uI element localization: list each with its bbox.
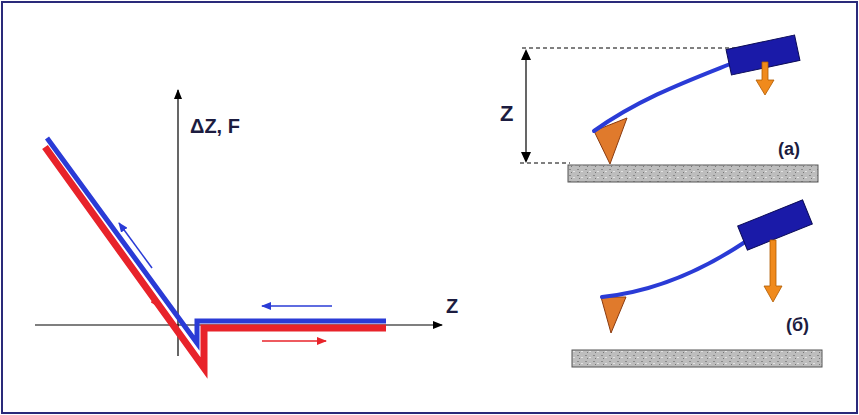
figure-label: (а)	[778, 140, 800, 158]
probe-tip	[594, 118, 627, 164]
figure-label: (б)	[786, 316, 809, 334]
dimension-line	[522, 48, 735, 49]
probe-tip	[601, 297, 626, 333]
axis-label: Z	[446, 296, 458, 316]
axis-label: ΔZ, F	[190, 116, 240, 136]
force-arrow	[756, 62, 774, 95]
retract-arrow	[119, 223, 152, 268]
cantilever	[602, 242, 745, 297]
approach-arrow	[262, 340, 326, 342]
force-arrow	[764, 240, 782, 302]
retract-curve	[47, 138, 386, 343]
approach-arrow	[126, 262, 159, 307]
retract-arrow	[262, 305, 332, 307]
sample-surface	[568, 165, 818, 182]
sample-surface	[572, 350, 822, 367]
dimension-arrow	[525, 52, 526, 160]
dimension-arrowheads	[521, 49, 531, 163]
approach-curve	[45, 147, 386, 368]
dimension-label: Z	[500, 103, 513, 125]
cantilever	[594, 62, 735, 131]
dimension-line	[520, 163, 570, 164]
